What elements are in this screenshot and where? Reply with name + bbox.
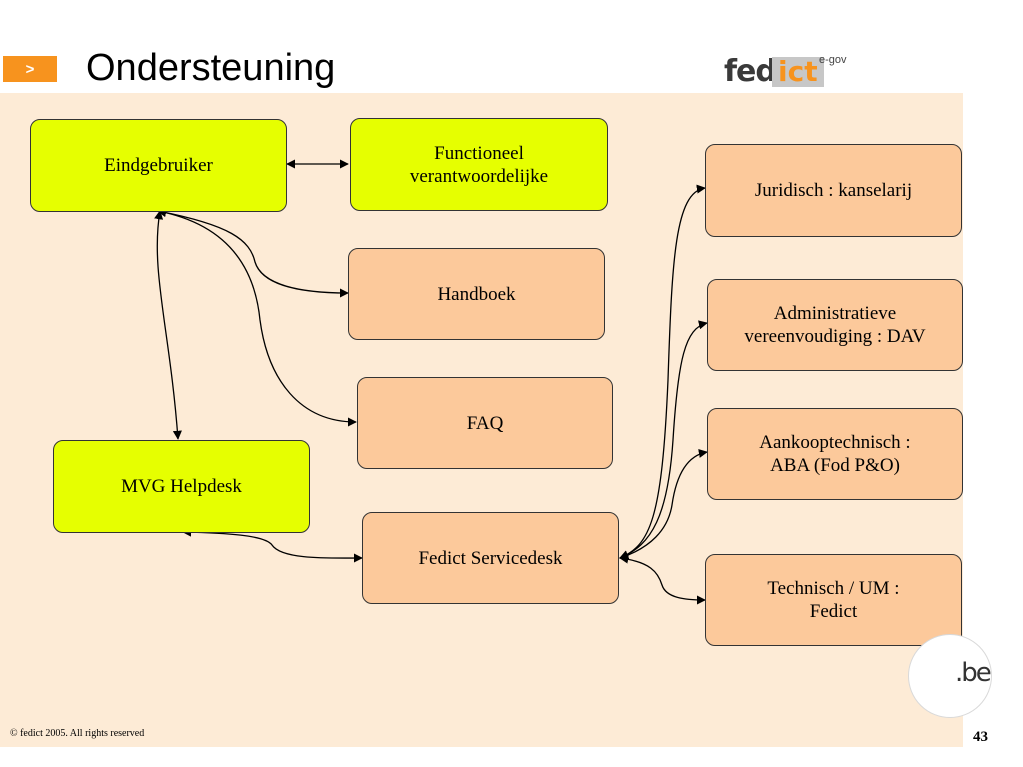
logo-egov-text: e-gov (819, 54, 847, 66)
be-logo-text: .be (955, 658, 992, 688)
node-administratieve-vereenvoudiging: Administratieve vereenvoudiging : DAV (707, 279, 963, 371)
node-mvg-helpdesk: MVG Helpdesk (53, 440, 310, 533)
node-technisch-um: Technisch / UM : Fedict (705, 554, 962, 646)
logo-ict-text: ict (772, 57, 824, 87)
node-functioneel-verantwoordelijke: Functioneel verantwoordelijke (350, 118, 608, 211)
page-number: 43 (973, 729, 988, 745)
fedict-logo: fed ict e-gov (722, 52, 860, 92)
node-faq: FAQ (357, 377, 613, 469)
title-marker: > (3, 56, 57, 82)
node-fedict-servicedesk: Fedict Servicedesk (362, 512, 619, 604)
node-handboek: Handboek (348, 248, 605, 340)
node-eindgebruiker: Eindgebruiker (30, 119, 287, 212)
node-aankooptechnisch: Aankooptechnisch : ABA (Fod P&O) (707, 408, 963, 500)
be-badge (908, 634, 992, 718)
logo-fed-text: fed (724, 54, 777, 89)
footer-copyright: © fedict 2005. All rights reserved (10, 728, 145, 739)
slide-title: Ondersteuning (86, 47, 336, 89)
node-juridisch: Juridisch : kanselarij (705, 144, 962, 237)
